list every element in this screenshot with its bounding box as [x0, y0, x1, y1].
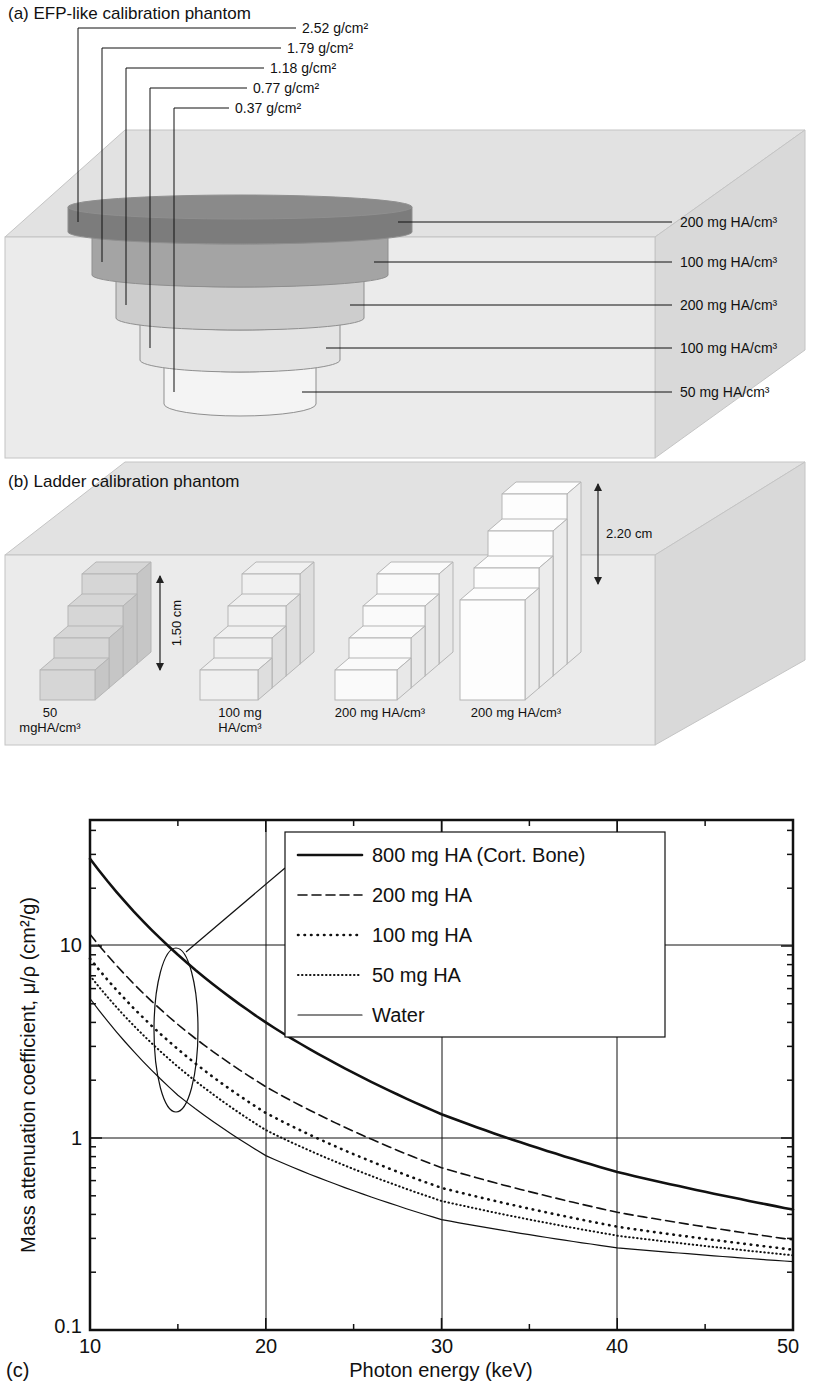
panel-title: (a) EFP-like calibration phantom	[8, 4, 251, 24]
step-side	[123, 594, 137, 676]
phantom-block	[5, 130, 805, 458]
y-tick	[90, 1137, 102, 1139]
legend-box	[285, 832, 665, 1037]
step-side	[258, 658, 272, 700]
legend-sample	[298, 854, 362, 857]
callout	[154, 868, 285, 1112]
axis-title: Mass attenuation coefficient, μ/ρ (cm²/g…	[17, 897, 40, 1253]
tick-label: 40	[606, 1335, 628, 1358]
x-tick	[265, 820, 267, 832]
step-side	[567, 482, 581, 664]
step-side	[109, 626, 123, 688]
tick-label: 10	[79, 1335, 101, 1358]
ladder-block	[5, 462, 805, 745]
legend-sample	[298, 894, 362, 896]
concentration-label: 200 mg HA/cm³	[466, 706, 566, 721]
legend-text: 100 mg HA	[372, 924, 472, 947]
step-side	[539, 556, 553, 688]
dimension-label: 1.50 cm	[170, 600, 185, 646]
concentration-label: 100 mg HA/cm³	[196, 706, 284, 736]
concentration-label: 50 mgHA/cm³	[12, 706, 88, 736]
legend-sample	[298, 1014, 362, 1015]
density-label: 0.77 g/cm²	[253, 80, 319, 96]
y-tick	[781, 1137, 793, 1139]
legend-text: 800 mg HA (Cort. Bone)	[372, 844, 585, 867]
curve	[90, 999, 793, 1262]
tick-label: 10	[60, 934, 82, 957]
step-side	[425, 594, 439, 676]
chart-grid	[90, 820, 793, 1330]
concentration-label: 200 mg HA/cm³	[330, 706, 430, 721]
step-side	[553, 519, 567, 676]
tick-label: 20	[255, 1335, 277, 1358]
step-front	[460, 600, 525, 700]
step-side	[525, 588, 539, 700]
panel-tag: (c)	[6, 1359, 29, 1382]
concentration-label: 200 mg HA/cm³	[680, 297, 777, 313]
plot-frame	[90, 820, 793, 1330]
density-label: 1.18 g/cm²	[270, 60, 336, 76]
leader-lines	[78, 28, 672, 392]
tick-label: 50	[777, 1335, 799, 1358]
legend-text: Water	[372, 1004, 425, 1027]
concentration-label: 100 mg HA/cm³	[680, 340, 777, 356]
legend-sample	[298, 974, 362, 976]
density-label: 1.79 g/cm²	[287, 40, 353, 56]
concentration-label: 50 mg HA/cm³	[680, 384, 769, 400]
concentration-label: 100 mg HA/cm³	[680, 254, 777, 270]
axis-ticks	[90, 820, 793, 1330]
legend-sample	[298, 934, 362, 937]
tick-label: 0.1	[54, 1315, 82, 1338]
step-front	[335, 670, 397, 700]
step-side	[286, 594, 300, 676]
x-tick	[265, 1318, 267, 1330]
curve	[90, 934, 793, 1240]
x-tick	[441, 1318, 443, 1330]
step-side	[300, 562, 314, 664]
panel-title: (b) Ladder calibration phantom	[8, 472, 240, 492]
legend-text: 200 mg HA	[372, 884, 472, 907]
step-side	[397, 658, 411, 700]
concentration-label: 200 mg HA/cm³	[680, 214, 777, 230]
legend-text: 50 mg HA	[372, 964, 461, 987]
tick-label: 30	[431, 1335, 453, 1358]
dimension-arrows	[160, 484, 598, 670]
step-side	[411, 626, 425, 688]
tick-label: 1	[71, 1127, 82, 1150]
density-label: 2.52 g/cm²	[302, 20, 368, 36]
y-tick	[781, 945, 793, 947]
x-tick	[617, 1318, 619, 1330]
step-side	[439, 562, 453, 664]
step-side	[137, 562, 151, 664]
step-side	[272, 626, 286, 688]
step-front	[200, 670, 258, 700]
x-tick	[617, 820, 619, 832]
step-front	[40, 670, 95, 700]
legend-samples	[298, 855, 362, 1015]
dimension-label: 2.20 cm	[606, 527, 652, 542]
x-tick	[441, 820, 443, 832]
ladder-steps	[40, 482, 581, 700]
step-side	[95, 658, 109, 700]
axis-title: Photon energy (keV)	[349, 1359, 532, 1382]
density-label: 0.37 g/cm²	[235, 100, 301, 116]
